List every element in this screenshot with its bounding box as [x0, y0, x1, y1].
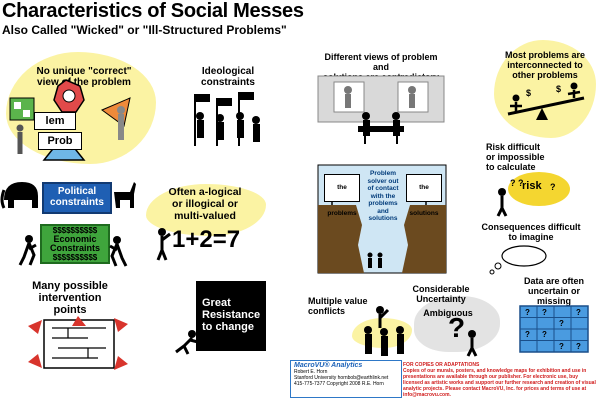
alogical-blob: [146, 184, 266, 236]
svg-text:?: ?: [576, 308, 581, 317]
no-unique-label: No unique "correct"view of the problem: [36, 66, 132, 88]
ideological-marchers-icon: [194, 92, 260, 146]
economic-figure-right-icon: [109, 236, 128, 267]
risk-cloud: [508, 172, 570, 206]
footer-line2: Stanford University hornbob@earthlink.ne…: [294, 375, 389, 381]
svg-text:$: $: [556, 84, 561, 94]
uncertain-figure-icon: [466, 330, 478, 357]
donkey-icon: [114, 182, 136, 208]
page-title: Characteristics of Social Messes: [2, 0, 304, 22]
svg-text:?: ?: [550, 182, 556, 192]
no-unique-illustration: [9, 79, 131, 161]
footer-brand: MacroVU® Analytics: [294, 362, 363, 369]
pushing-figure-icon: [175, 330, 199, 355]
elephant-icon: [0, 182, 38, 209]
risk-figure-icon: ? ? ?: [496, 178, 556, 217]
page-subtitle: Also Called "Wicked" or "Ill-Structured …: [2, 23, 287, 37]
puzzle-tile-top: lem: [34, 112, 76, 130]
big-question-mark-icon: ?: [448, 312, 466, 343]
value-conflict-figures-icon: [364, 306, 404, 356]
svg-text:?: ?: [525, 330, 530, 339]
svg-text:?: ?: [559, 319, 564, 328]
svg-text:?: ?: [525, 308, 530, 317]
economic-constraints-box: $$$$$$$$$$ Economic Constraints $$$$$$$$…: [40, 224, 110, 264]
svg-text:?: ?: [542, 308, 547, 317]
maze-arrows-icon: [28, 316, 128, 370]
thought-cloud-icon: [489, 245, 547, 275]
copies-notice: FOR COPIES OR ADAPTATIONS Copies of our …: [403, 362, 598, 398]
puzzle-tile-bottom: Prob: [38, 132, 82, 150]
svg-text:? ?: ? ?: [510, 178, 524, 188]
chalkboard-figure-icon: [156, 228, 171, 261]
svg-text:?: ?: [542, 330, 547, 339]
copies-header: FOR COPIES OR ADAPTATIONS: [403, 362, 480, 368]
svg-text:$: $: [526, 88, 531, 98]
copies-body: Copies of our murals, posters, and knowl…: [403, 368, 596, 398]
svg-text:?: ?: [559, 342, 564, 351]
footer-line1: Robert E. Horn: [294, 369, 328, 375]
seesaw-icon: $ $: [507, 82, 585, 120]
solutions-sign: the solutions: [406, 174, 442, 217]
problems-sign: the problems: [324, 174, 360, 217]
risk-bubble-text: risk: [522, 180, 542, 192]
equation-text: 1+2=7: [172, 226, 241, 253]
footer-credit-box: MacroVU® Analytics Robert E. Horn Stanfo…: [290, 360, 402, 398]
svg-text:?: ?: [576, 342, 581, 351]
data-grid-icon: ??? ??? ??: [519, 305, 589, 353]
interconnected-blob: [494, 40, 596, 138]
uncertainty-cloud: [414, 296, 500, 352]
economic-figure-left-icon: [18, 235, 37, 266]
chasm-illustration-icon: [317, 164, 447, 274]
footer-line3: 415-775-7377 Copyright 2008 R.E. Horn: [294, 381, 384, 387]
meeting-illustration-icon: [317, 75, 445, 144]
